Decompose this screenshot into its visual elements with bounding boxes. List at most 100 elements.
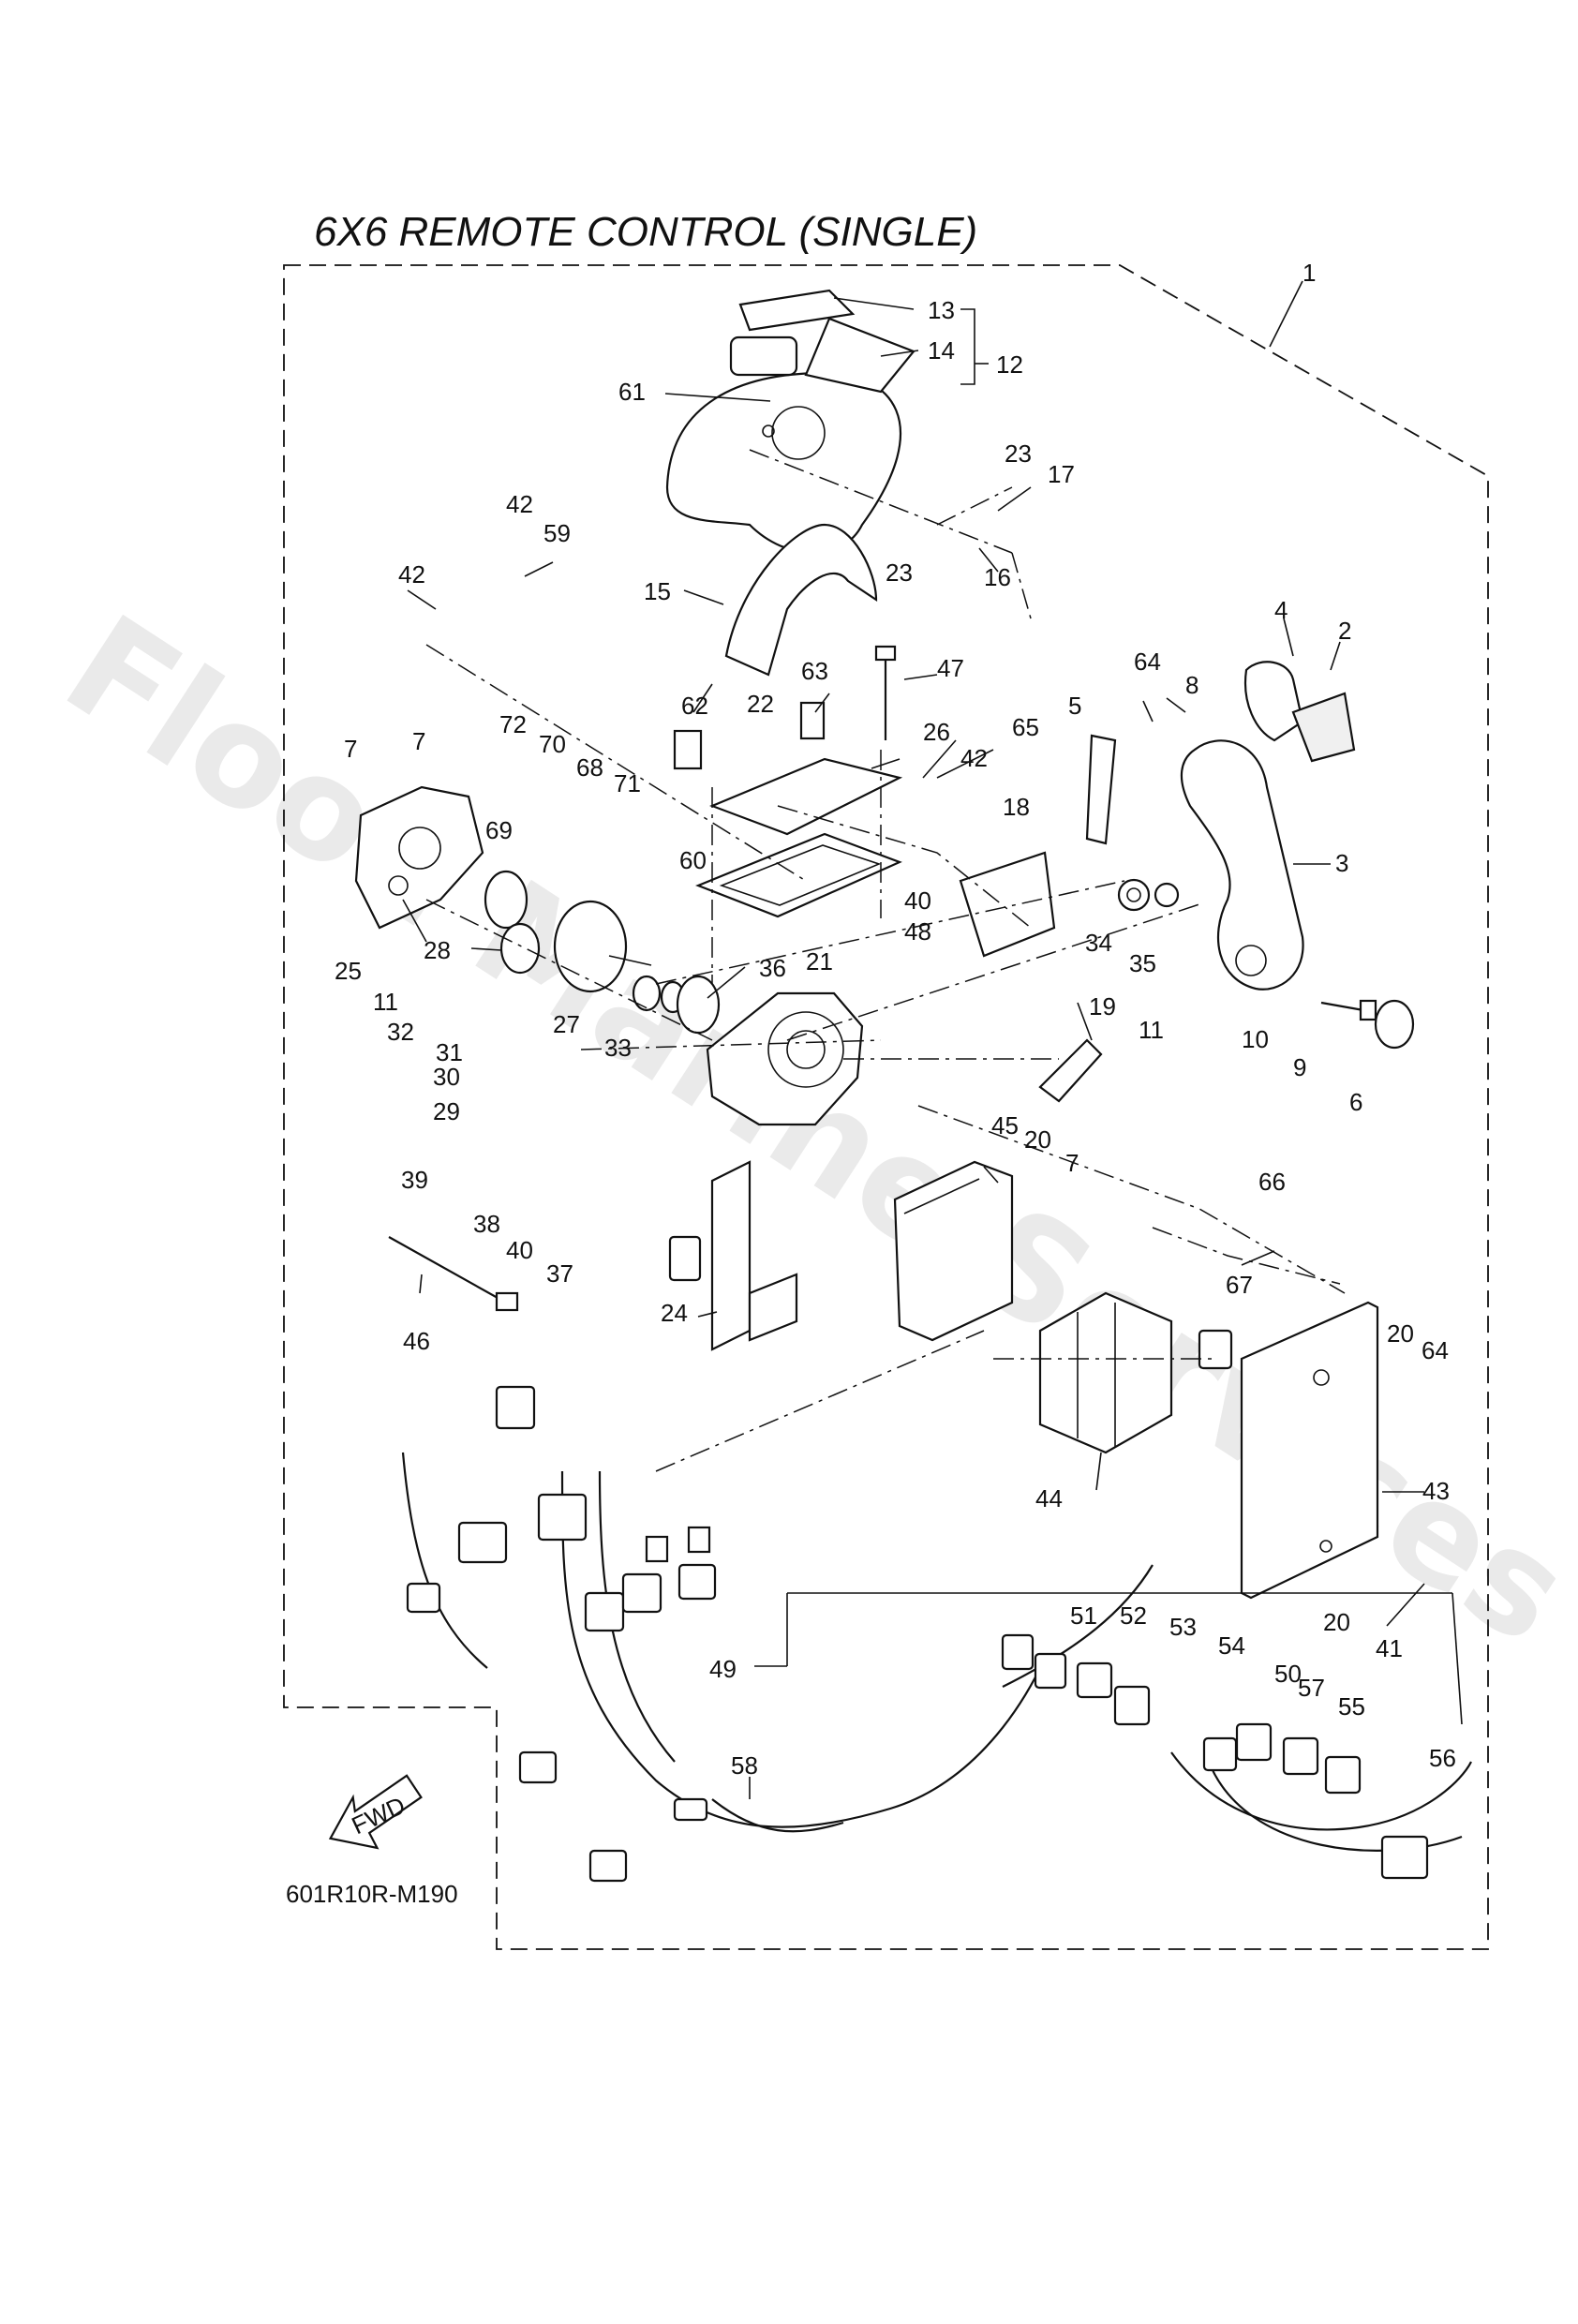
- label-53: 53: [1169, 1613, 1197, 1641]
- label-66: 66: [1258, 1168, 1286, 1196]
- label-39: 39: [401, 1166, 428, 1194]
- label-68: 68: [576, 753, 603, 782]
- label-22: 22: [747, 690, 774, 718]
- label-4: 4: [1274, 596, 1288, 624]
- shift-bracket: [959, 851, 1056, 958]
- label-14: 14: [928, 336, 955, 365]
- label-31: 31: [436, 1038, 463, 1066]
- guide-lines: [425, 449, 1346, 1472]
- label-65: 65: [1012, 713, 1039, 741]
- label-69: 69: [485, 816, 513, 844]
- label-1: 1: [1303, 259, 1316, 287]
- label-13: 13: [928, 296, 955, 324]
- label-38: 38: [473, 1210, 500, 1238]
- gear-69: [484, 870, 528, 930]
- label-2: 2: [1338, 617, 1351, 645]
- label-37: 37: [546, 1259, 573, 1288]
- label-18: 18: [1003, 793, 1030, 821]
- label-44: 44: [1035, 1484, 1063, 1512]
- label-20c: 20: [1323, 1608, 1350, 1636]
- label-51: 51: [1070, 1601, 1097, 1630]
- label-7c: 7: [1065, 1149, 1079, 1177]
- label-8: 8: [1185, 671, 1198, 699]
- label-20b: 20: [1387, 1319, 1414, 1348]
- label-72: 72: [499, 710, 527, 738]
- label-46: 46: [403, 1327, 430, 1355]
- label-5: 5: [1068, 692, 1081, 720]
- label-59: 59: [543, 519, 571, 547]
- gear-27: [553, 900, 628, 993]
- label-36: 36: [759, 954, 786, 982]
- label-21: 21: [806, 947, 833, 976]
- label-64a: 64: [1134, 648, 1161, 676]
- label-50: 50: [1274, 1660, 1302, 1688]
- label-29: 29: [433, 1097, 460, 1125]
- label-32: 32: [387, 1018, 414, 1046]
- label-58: 58: [731, 1751, 758, 1780]
- label-42c: 42: [960, 744, 988, 772]
- label-42b: 42: [398, 560, 425, 588]
- label-28: 28: [424, 936, 451, 964]
- label-40a: 40: [904, 886, 931, 915]
- control-unit-45: [893, 1160, 1014, 1342]
- handle-cover-assembly: [665, 289, 916, 554]
- label-25: 25: [335, 957, 362, 985]
- label-19: 19: [1089, 992, 1116, 1020]
- lever-5: [1085, 734, 1117, 845]
- bracket-19: [1038, 1038, 1103, 1103]
- washer-34: [1117, 878, 1151, 912]
- diagram-title: 6X6 REMOTE CONTROL (SINGLE): [314, 209, 977, 255]
- leader-lines: [402, 280, 1463, 1799]
- label-49: 49: [709, 1655, 737, 1683]
- label-52: 52: [1120, 1601, 1147, 1630]
- housing-left: [354, 785, 484, 930]
- label-17: 17: [1048, 460, 1075, 488]
- assembly-boundary: [283, 264, 1489, 1950]
- label-30: 30: [433, 1063, 460, 1091]
- label-6: 6: [1349, 1088, 1362, 1116]
- label-64b: 64: [1422, 1336, 1449, 1364]
- cap-6: [1374, 999, 1415, 1050]
- diagram-code: 601R10R-M190: [286, 1880, 458, 1908]
- label-15: 15: [644, 577, 671, 605]
- label-40b: 40: [506, 1236, 533, 1264]
- label-60: 60: [679, 846, 707, 874]
- label-57: 57: [1298, 1674, 1325, 1702]
- switch-bracket: [709, 757, 903, 836]
- label-9: 9: [1293, 1053, 1306, 1081]
- label-42a: 42: [506, 490, 533, 518]
- label-27: 27: [553, 1010, 580, 1038]
- bracket-24: [710, 1160, 752, 1351]
- label-3: 3: [1335, 849, 1348, 877]
- label-45: 45: [991, 1111, 1019, 1140]
- label-67: 67: [1226, 1271, 1253, 1299]
- label-10: 10: [1242, 1025, 1269, 1053]
- label-33: 33: [604, 1034, 632, 1062]
- label-7a: 7: [344, 735, 357, 763]
- label-7b: 7: [412, 727, 425, 755]
- label-24: 24: [661, 1299, 688, 1327]
- base-plate: [695, 832, 902, 918]
- label-23a: 23: [1005, 439, 1032, 468]
- label-11b: 11: [1139, 1016, 1164, 1044]
- housing-main: [706, 991, 864, 1126]
- label-56: 56: [1429, 1744, 1456, 1772]
- lever-arm: [1180, 661, 1356, 991]
- label-35: 35: [1129, 949, 1156, 977]
- label-34: 34: [1085, 929, 1112, 957]
- label-63: 63: [801, 657, 828, 685]
- label-20a: 20: [1024, 1125, 1051, 1154]
- fwd-arrow-icon: FWD: [328, 1774, 423, 1850]
- label-55: 55: [1338, 1692, 1365, 1721]
- callout-labels: 1 2 3 4 5 6 7 7 7 8 9 10 11 11 12 13 14 …: [335, 259, 1456, 1780]
- bushing-28: [499, 922, 541, 975]
- inner-cover: [724, 523, 878, 677]
- label-43: 43: [1422, 1477, 1450, 1505]
- label-70: 70: [539, 730, 566, 758]
- label-47: 47: [937, 654, 964, 682]
- label-16: 16: [984, 563, 1011, 591]
- label-23b: 23: [886, 559, 913, 587]
- label-71: 71: [614, 769, 641, 797]
- label-48: 48: [904, 917, 931, 946]
